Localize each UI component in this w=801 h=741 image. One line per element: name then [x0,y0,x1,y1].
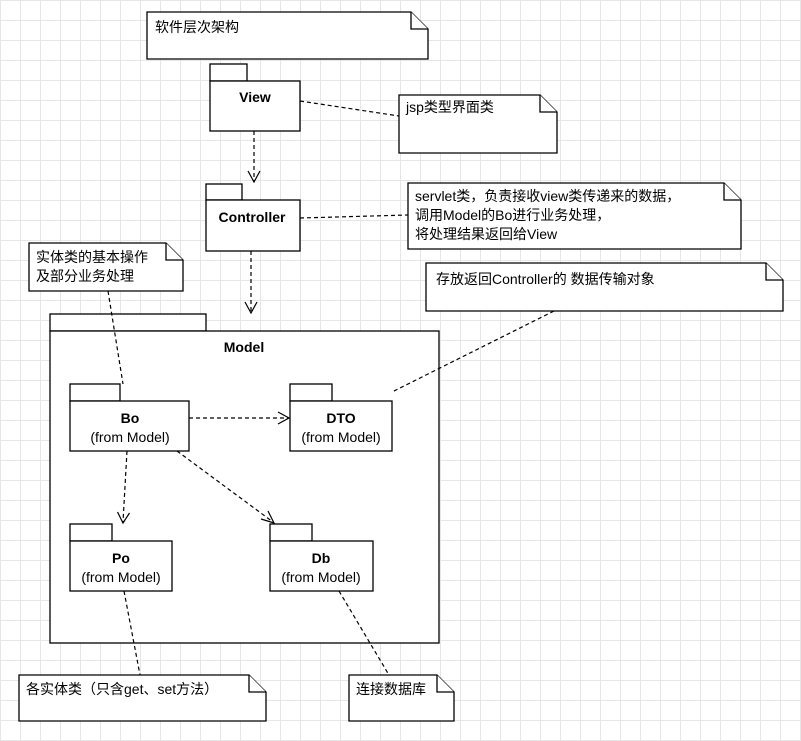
po-note[interactable]: 各实体类（只含get、set方法） [18,674,267,722]
controller-package[interactable]: Controller [205,183,301,252]
view-note[interactable]: jsp类型界面类 [398,94,558,154]
po-package-origin: (from Model) [81,569,160,585]
view-note-text: jsp类型界面类 [405,99,494,115]
po-note-anchor [123,590,141,676]
bo-to-db-dependency [176,450,276,524]
dto-package[interactable]: DTO (from Model) [289,383,393,452]
bo-to-dto-dependency [189,411,291,425]
title-note-text: 软件层次架构 [155,19,239,35]
dto-note-anchor [391,310,555,393]
view-note-anchor [299,100,400,117]
entity-note-line-2: 及部分业务处理 [36,268,134,284]
model-package[interactable]: Model [49,313,440,644]
dto-note[interactable]: 存放返回Controller的 数据传输对象 [425,262,784,312]
entity-note[interactable]: 实体类的基本操作 及部分业务处理 [28,242,184,292]
controller-note-anchor [299,214,409,219]
dto-package-label: DTO [326,410,355,426]
view-to-controller-dependency [247,131,261,184]
db-note-text: 连接数据库 [356,681,426,697]
db-note-anchor [338,590,390,676]
po-note-text: 各实体类（只含get、set方法） [26,681,218,697]
title-note[interactable]: 软件层次架构 [146,11,429,60]
db-note[interactable]: 连接数据库 [348,674,455,722]
bo-package-origin: (from Model) [90,429,169,445]
controller-note-line-1: servlet类，负责接收view类传递来的数据， [415,188,680,204]
view-package-label: View [239,89,271,105]
controller-to-model-dependency [244,251,258,315]
db-package[interactable]: Db (from Model) [269,523,374,592]
controller-package-label: Controller [219,209,286,225]
db-package-origin: (from Model) [281,569,360,585]
model-package-label: Model [224,339,264,355]
dto-note-text: 存放返回Controller的 数据传输对象 [436,271,655,287]
po-package-label: Po [112,550,130,566]
bo-package[interactable]: Bo (from Model) [69,383,190,452]
view-package[interactable]: View [209,63,301,132]
po-package[interactable]: Po (from Model) [69,523,173,592]
bo-to-po-dependency [116,450,131,525]
controller-note[interactable]: servlet类，负责接收view类传递来的数据， 调用Model的Bo进行业务… [407,182,742,250]
db-package-label: Db [312,550,331,566]
entity-note-line-1: 实体类的基本操作 [36,249,148,265]
entity-note-anchor [107,290,124,385]
controller-note-line-2: 调用Model的Bo进行业务处理， [415,207,610,223]
dto-package-origin: (from Model) [301,429,380,445]
bo-package-label: Bo [121,410,140,426]
controller-note-line-3: 将处理结果返回给View [415,226,558,242]
